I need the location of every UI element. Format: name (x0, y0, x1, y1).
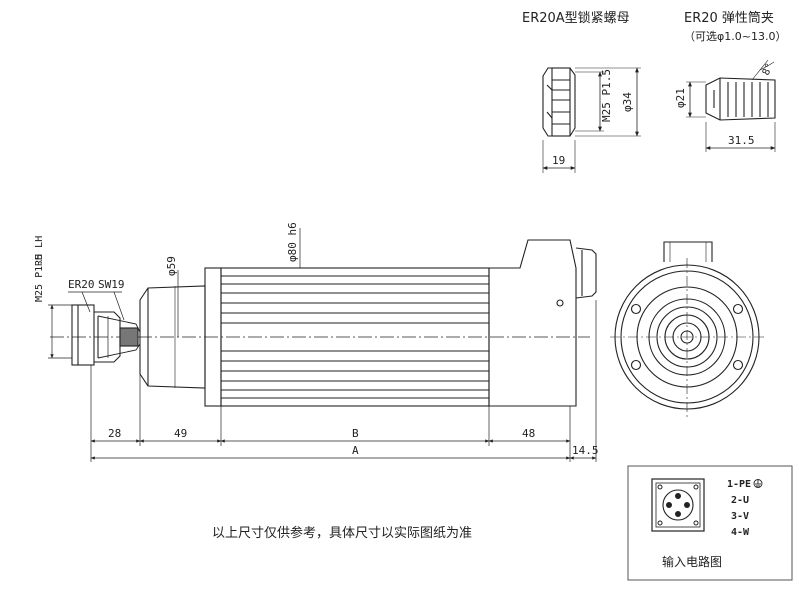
lock-nut-drawing (542, 67, 641, 173)
front-diameter-label: φ59 (165, 256, 178, 276)
ground-icon (753, 479, 763, 488)
spindle-side-view (50, 228, 597, 407)
circuit-title: 输入电路图 (662, 554, 722, 569)
pin-4-label: 4-W (731, 527, 750, 538)
thread-rh-label: RH (34, 254, 45, 266)
collet-length-label: 31.5 (728, 134, 755, 147)
collet-range: （可选φ1.0~13.0） (684, 30, 786, 43)
nut-title: ER20A型锁紧螺母 (522, 10, 630, 26)
pin-1-label: 1-PE (727, 479, 751, 490)
sw19-label: SW19 (98, 278, 125, 291)
circuit-box (627, 465, 793, 581)
body-diameter-label: φ80 h6 (286, 222, 299, 262)
nut-diameter-label: φ34 (621, 92, 634, 112)
label-leaders (68, 291, 125, 321)
spindle-front-view (610, 241, 765, 418)
collet-drawing (686, 59, 776, 152)
pin-3-label: 3-V (731, 511, 749, 522)
dim-49-label: 49 (174, 427, 187, 440)
collet-title: ER20 弹性筒夹 (684, 10, 774, 26)
nut-length-label: 19 (552, 154, 565, 167)
er20-label: ER20 (68, 278, 95, 291)
collet-angle-label: 8° (761, 62, 776, 78)
dim-b-label: B (352, 427, 359, 440)
dim-145-label: 14.5 (572, 444, 599, 457)
length-dimensions (90, 300, 597, 462)
dim-28-label: 28 (108, 427, 121, 440)
nut-thread-label: M25 P1.5 (600, 69, 613, 122)
reference-note: 以上尺寸仅供参考，具体尺寸以实际图纸为准 (212, 525, 472, 541)
thread-lh-label: M25 P1.5 LH (34, 236, 45, 302)
collet-diameter-label: φ21 (674, 88, 687, 108)
thread-dimension (48, 304, 72, 359)
dim-48-label: 48 (522, 427, 535, 440)
dim-a-label: A (352, 444, 359, 457)
pin-2-label: 2-U (731, 495, 749, 506)
